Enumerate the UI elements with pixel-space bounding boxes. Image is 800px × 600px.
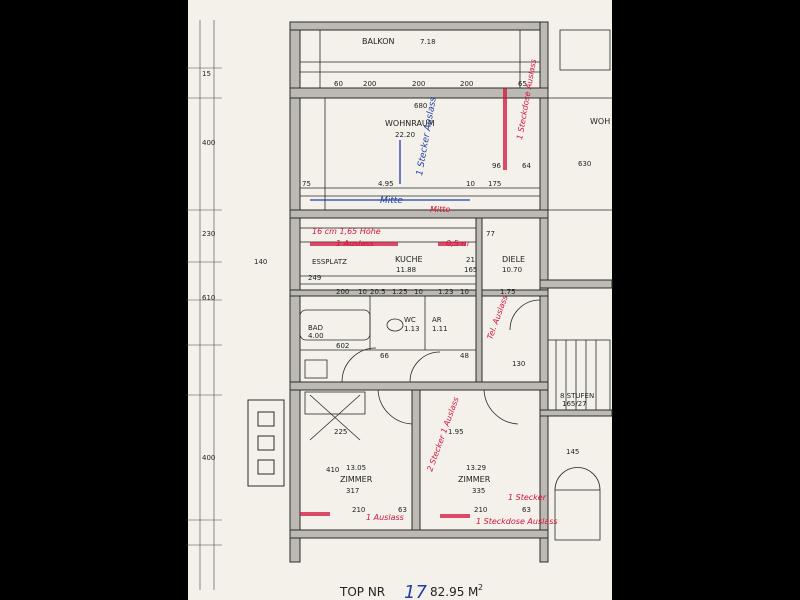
stair bbox=[547, 339, 611, 541]
dim-kuche-4: 10 bbox=[414, 288, 423, 296]
dim-410: 410 bbox=[326, 466, 339, 474]
room-area-wohnraum: 22.20 bbox=[395, 131, 415, 139]
dim-kuche-0: 200 bbox=[336, 288, 349, 296]
dim-610: 610 bbox=[202, 294, 215, 302]
room-label-wohn-partial: WOH bbox=[590, 117, 610, 126]
dim-495: 4.95 bbox=[378, 180, 394, 188]
room-area-zimmer-2: 13.29 bbox=[466, 464, 486, 472]
annotation-red-8: 1 Auslass bbox=[366, 513, 404, 522]
dim-195: 1.95 bbox=[448, 428, 464, 436]
dim-75: 75 bbox=[302, 180, 311, 188]
dim-140: 140 bbox=[254, 258, 267, 266]
footer-number: 17 bbox=[404, 582, 427, 600]
dim-225: 225 bbox=[334, 428, 347, 436]
annotation-blue-1: Mitte bbox=[380, 196, 403, 206]
room-label-diele: DIELE bbox=[502, 255, 525, 264]
dim-63b: 63 bbox=[522, 506, 531, 514]
dim-602: 602 bbox=[336, 342, 349, 350]
dim-15: 15 bbox=[202, 70, 211, 78]
living-window bbox=[300, 98, 540, 210]
dim-kuche-3: 1.25 bbox=[392, 288, 408, 296]
dim-63a: 63 bbox=[398, 506, 407, 514]
neighbour-unit bbox=[548, 29, 612, 211]
room-height-zimmer-2: 335 bbox=[472, 487, 485, 495]
room-label-wc: WC bbox=[404, 316, 416, 324]
dim-400: 400 bbox=[202, 454, 215, 462]
room-area-diele: 10.70 bbox=[502, 266, 522, 274]
dim-630: 630 bbox=[578, 160, 591, 168]
dim-96: 96 bbox=[492, 162, 501, 170]
dim-230: 230 bbox=[202, 230, 215, 238]
room-label-bad: BAD bbox=[308, 324, 323, 332]
room-label-wohnraum: WOHNRAUM bbox=[385, 119, 435, 128]
dim-175: 175 bbox=[488, 180, 501, 188]
room-area-kuche: 11.88 bbox=[396, 266, 416, 274]
dim-145: 145 bbox=[566, 448, 579, 456]
blue-lines bbox=[310, 140, 470, 201]
room-area-bad: 4.00 bbox=[308, 332, 324, 340]
room-area-zimmer-1: 13.05 bbox=[346, 464, 366, 472]
annotation-red-2: 16 cm 1,65 Höhe bbox=[312, 227, 381, 236]
dim-66: 66 bbox=[380, 352, 389, 360]
dim-wohn-height: 400 bbox=[202, 139, 215, 147]
annotation-red-3: 1 Auslass bbox=[336, 239, 374, 248]
walls bbox=[289, 21, 613, 563]
left-window-symbol bbox=[247, 399, 285, 487]
dim-48: 48 bbox=[460, 352, 469, 360]
dim-21: 21 bbox=[466, 256, 475, 264]
dim-210b: 210 bbox=[474, 506, 487, 514]
room-height-zimmer-1: 317 bbox=[346, 487, 359, 495]
dim-64: 64 bbox=[522, 162, 531, 170]
footer-unit-superscript: 2 bbox=[478, 583, 483, 592]
room-label-zimmer-1: ZIMMER bbox=[340, 475, 373, 484]
annotation-red-9: 1 Stecker bbox=[508, 493, 547, 502]
stair-label: 8 STUFEN bbox=[560, 392, 594, 400]
stair-detail: 165/27 bbox=[562, 400, 587, 408]
dim-130: 130 bbox=[512, 360, 525, 368]
dim-10: 10 bbox=[466, 180, 475, 188]
room-label-essplatz: ESSPLATZ bbox=[312, 258, 347, 266]
room-area-wc: 1.13 bbox=[404, 325, 420, 333]
dim-top-0: 60 bbox=[334, 80, 343, 88]
dim-210a: 210 bbox=[352, 506, 365, 514]
annotation-red-4: Mitte bbox=[430, 205, 450, 214]
left-dimension-lines bbox=[186, 20, 222, 590]
dim-249: 249 bbox=[308, 274, 321, 282]
dim-kuche-1: 10 bbox=[358, 288, 367, 296]
dim-top-3: 200 bbox=[460, 80, 473, 88]
dim-top-2: 200 bbox=[412, 80, 425, 88]
dim-kuche-5: 1.23 bbox=[438, 288, 454, 296]
annotation-red-10: 1 Steckdose Auslass bbox=[476, 517, 558, 526]
room-area-balkon: 7.18 bbox=[420, 38, 436, 46]
dim-top-4: 65 bbox=[518, 80, 527, 88]
room-area-ar: 1.11 bbox=[432, 325, 448, 333]
red-highlights bbox=[300, 88, 507, 518]
footer-prefix: TOP NR bbox=[339, 585, 385, 599]
balcony-rail bbox=[300, 30, 540, 88]
room-label-zimmer-2: ZIMMER bbox=[458, 475, 491, 484]
dim-77: 77 bbox=[486, 230, 495, 238]
room-label-ar: AR bbox=[432, 316, 442, 324]
footer-area: 82.95 bbox=[430, 585, 464, 599]
door-swings bbox=[304, 299, 541, 441]
dim-kuche-6: 10 bbox=[460, 288, 469, 296]
room-label-balkon: BALKON bbox=[362, 37, 395, 46]
dim-top-1: 200 bbox=[363, 80, 376, 88]
room-label-kuche: KUCHE bbox=[395, 255, 423, 264]
dim-kuche-2: 20.5 bbox=[370, 288, 386, 296]
annotation-red-5: 0,5 m bbox=[446, 239, 469, 248]
dim-wohn-width: 680 bbox=[414, 102, 427, 110]
dim-175b: 1.75 bbox=[500, 288, 516, 296]
dim-165: 165 bbox=[464, 266, 477, 274]
footer-unit: M bbox=[468, 585, 478, 599]
wet-rooms bbox=[299, 296, 477, 383]
